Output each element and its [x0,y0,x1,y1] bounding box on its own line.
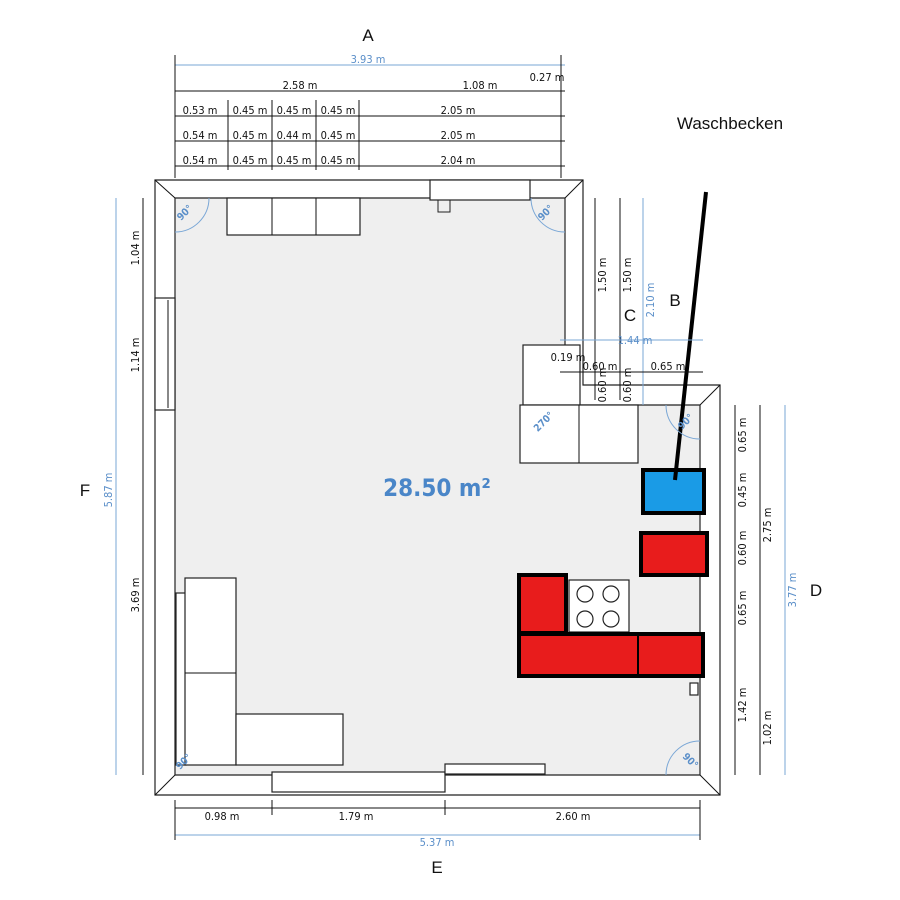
range-hood [429,179,531,201]
dim: 3.69 m [129,578,142,613]
upper-cabinet [522,344,581,406]
dim: 1.08 m [463,79,498,92]
dim: 1.04 m [129,231,142,266]
red-cabinet-1 [639,531,709,577]
dim: 0.45 m [736,473,749,508]
dim: 0.19 m [551,351,586,364]
dim: 0.98 m [205,810,240,823]
dim: 2.60 m [556,810,591,823]
sofa [175,577,344,766]
dim: 1.14 m [129,338,142,373]
dim: 0.45 m [277,154,312,167]
dim: 0.54 m [183,129,218,142]
window-left [154,297,176,411]
dim: 0.45 m [233,104,268,117]
wall-label-d: D [810,581,822,600]
dim: 0.45 m [321,129,356,142]
wall-label-b: B [669,291,680,310]
dim-row-3: 0.54 m 0.45 m 0.45 m 0.45 m 2.04 m [183,154,476,167]
dimension-lines [115,55,786,840]
dim: 0.60 m [736,531,749,566]
dim: 2.05 m [441,104,476,117]
dim: 0.45 m [233,129,268,142]
wall-label-e: E [431,858,442,877]
dim: 2.75 m [761,508,774,543]
dim: 0.65 m [651,360,686,373]
dim-right-total: 3.77 m [786,573,799,608]
dim: 0.65 m [736,418,749,453]
dim: 0.60 m [596,368,609,403]
dim: 1.02 m [761,711,774,746]
dim: 0.45 m [233,154,268,167]
room-area: 28.50 m² [383,474,491,502]
red-cabinet-2 [517,573,568,635]
dim: 0.60 m [621,368,634,403]
wall-cabinets-top [226,197,361,236]
stove [568,579,630,633]
dim: 2.05 m [441,129,476,142]
dim-upper-total: 2.10 m [644,283,657,318]
dim: 0.27 m [530,71,565,84]
dim: 0.53 m [183,104,218,117]
wall-label-a: A [362,26,374,45]
wall-label-c: C [624,306,636,325]
red-counter [517,632,705,678]
door-bottom [271,771,446,793]
dim: 1.42 m [736,688,749,723]
dim: 0.65 m [736,591,749,626]
dim-bottom-total: 5.37 m [420,836,455,849]
dim: 2.04 m [441,154,476,167]
dim: 0.45 m [321,154,356,167]
dim-row-2: 0.54 m 0.45 m 0.44 m 0.45 m 2.05 m [183,129,476,142]
dim: 0.45 m [277,104,312,117]
dim-row-1: 0.53 m 0.45 m 0.45 m 0.45 m 2.05 m [183,104,476,117]
dim-top-total: 3.93 m [351,53,386,66]
dim: 2.58 m [283,79,318,92]
dim: 0.54 m [183,154,218,167]
base-cabinets [519,404,639,464]
dim: 1.50 m [621,258,634,293]
dim: 1.79 m [339,810,374,823]
dim: 1.44 m [618,334,653,347]
dim: 0.45 m [321,104,356,117]
dim: 0.60 m [583,360,618,373]
dim: 1.50 m [596,258,609,293]
wall-label-f: F [80,481,90,500]
pointer-line [673,191,708,481]
sink-annotation: Waschbecken [677,114,783,133]
dim-left-total: 5.87 m [102,473,115,508]
dim: 0.44 m [277,129,312,142]
